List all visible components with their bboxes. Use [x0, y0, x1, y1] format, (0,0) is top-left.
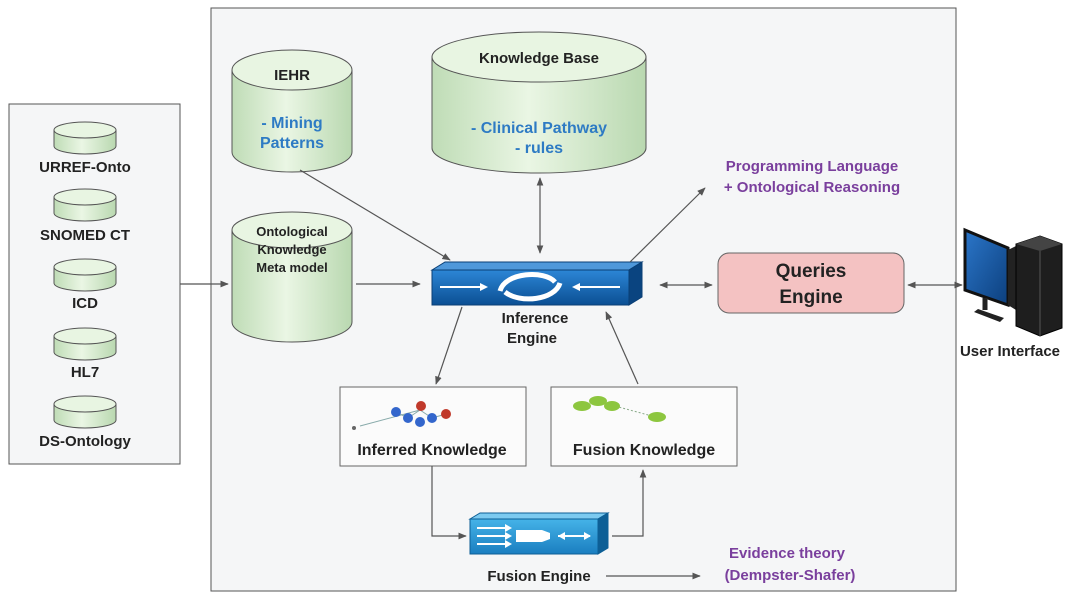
knowledge-base-database: Knowledge Base - Clinical Pathway - rule…	[431, 31, 647, 174]
connector-inference-to-inferred	[435, 306, 463, 385]
queries-engine-line1: Queries	[776, 261, 847, 282]
fusion-engine: Fusion Engine	[468, 512, 610, 585]
connector-iehr-to-inference	[299, 169, 451, 261]
evidence-line1: Evidence theory	[729, 545, 846, 562]
source-label: DS-Ontology	[39, 433, 131, 450]
source-hl7: HL7	[53, 327, 117, 381]
inference-engine: Inference Engine	[430, 261, 644, 347]
source-label: ICD	[72, 295, 98, 312]
connector-fusion-knowledge-to-inference	[605, 311, 639, 385]
programming-line2: + Ontological Reasoning	[724, 179, 900, 196]
connector-fusion-engine-to-fusion-knowledge	[612, 469, 647, 537]
knowledge-base-title: Knowledge Base	[479, 50, 599, 67]
inferred-knowledge-label: Inferred Knowledge	[357, 442, 506, 459]
cloud-graph-icon	[573, 396, 666, 422]
source-label: SNOMED CT	[40, 227, 130, 244]
iehr-database: IEHR - Mining Patterns	[231, 49, 353, 173]
iehr-line1: - Mining	[261, 115, 322, 132]
fusion-engine-label: Fusion Engine	[487, 568, 590, 585]
knowledge-base-line2: - rules	[515, 140, 563, 157]
source-label: HL7	[71, 364, 99, 381]
source-snomed-ct: SNOMED CT	[40, 188, 130, 244]
ontology-database: Ontological Knowledge Meta model	[231, 211, 353, 343]
fusion-knowledge-box: Fusion Knowledge	[550, 386, 738, 467]
iehr-line2: Patterns	[260, 135, 324, 152]
user-interface-label: User Interface	[960, 343, 1060, 360]
computer-icon	[963, 227, 1063, 337]
fusion-arrows-icon	[477, 524, 591, 548]
connector-inferred-to-fusion-engine	[431, 466, 467, 540]
tree-graph-icon	[352, 401, 451, 430]
ontology-line3: Meta model	[256, 260, 328, 275]
inferred-knowledge-box: Inferred Knowledge	[339, 386, 527, 467]
source-urref-onto: URREF-Onto	[39, 121, 131, 176]
iehr-title: IEHR	[274, 67, 310, 84]
source-icd: ICD	[53, 258, 117, 312]
fusion-knowledge-label: Fusion Knowledge	[573, 442, 715, 459]
evidence-line2: (Dempster-Shafer)	[725, 567, 856, 584]
connector-inference-to-programming	[629, 187, 706, 263]
programming-line1: Programming Language	[726, 158, 899, 175]
inference-engine-line2: Engine	[507, 330, 557, 347]
queries-engine: Queries Engine	[717, 252, 905, 314]
ontology-line1: Ontological	[256, 224, 328, 239]
ontology-line2: Knowledge	[257, 242, 326, 257]
inference-arrows-icon	[440, 272, 620, 302]
queries-engine-line2: Engine	[779, 287, 842, 308]
source-label: URREF-Onto	[39, 159, 131, 176]
inference-engine-line1: Inference	[502, 310, 569, 327]
knowledge-base-line1: - Clinical Pathway	[471, 120, 607, 137]
source-ds-ontology: DS-Ontology	[39, 395, 131, 450]
sources-panel: URREF-Onto SNOMED CT ICD HL7 DS-Ontology	[8, 103, 181, 465]
